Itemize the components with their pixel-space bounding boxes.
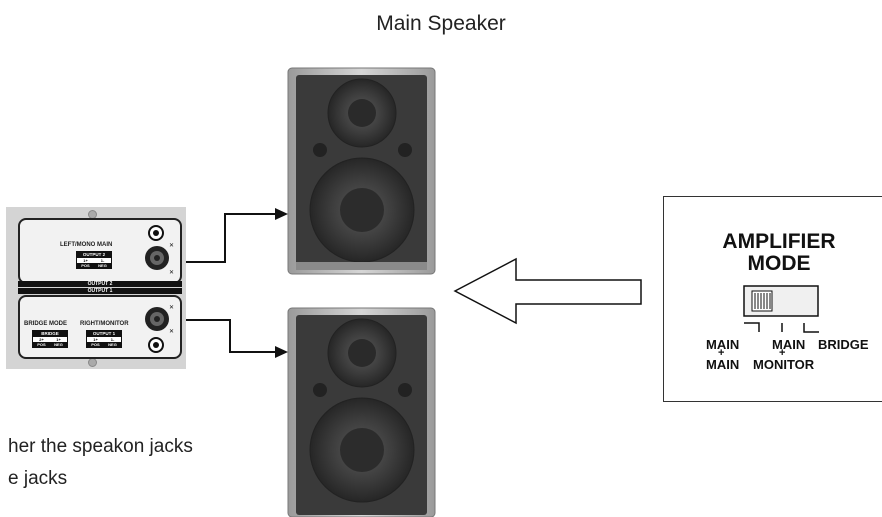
screw-icon [88,358,97,367]
bottom-speaker [287,307,436,517]
amplifier-mode-title-2: MODE [747,252,811,275]
mode-option-main-main-2: MAIN [706,357,740,372]
mode-option-main-main-plus: + [718,347,725,359]
right-monitor-label: RIGHT/MONITOR [80,321,129,327]
mode-option-main-monitor-1: MAIN [772,337,806,352]
arrowhead-top [275,208,288,220]
top-speaker [287,67,436,275]
amplifier-mode-box: AMPLIFIER MODE MAIN + MAIN MAIN + MONITO… [663,196,882,402]
main-speaker-title: Main Speaker [376,12,506,35]
connection-arrow-top [170,213,280,263]
mode-option-main-monitor-plus: + [779,347,786,359]
caption-line-1: her the speakon jacks [8,436,193,457]
caption-line-2: e jacks [8,468,68,489]
output-2-strip: OUTPUT 2 [18,281,182,287]
svg-text:✕: ✕ [169,305,174,311]
mode-option-main-monitor-2: MONITOR [753,357,815,372]
large-hollow-arrow [453,257,642,325]
output-1-strip: OUTPUT 1 [18,288,182,294]
svg-text:✕: ✕ [169,270,174,276]
arrowhead-bottom [275,346,288,358]
left-mono-main-label: LEFT/MONO MAIN [60,242,113,248]
speakon-jack-bottom[interactable]: ✕ ✕ [144,299,174,355]
mode-switch[interactable] [664,197,882,403]
mode-option-main-main-1: MAIN [706,337,740,352]
mode-option-bridge: BRIDGE [818,337,869,352]
amplifier-mode-title-1: AMPLIFIER [722,230,836,253]
speakon-jack-top[interactable]: ✕ ✕ [144,224,174,278]
svg-text:✕: ✕ [169,329,174,335]
bridge-mode-label: BRIDGE MODE [24,321,68,327]
output-1-section: BRIDGE MODE RIGHT/MONITOR BRIDGE 2+1+ PO… [18,295,182,359]
svg-text:✕: ✕ [169,243,174,249]
connection-arrow-bottom [170,319,280,353]
